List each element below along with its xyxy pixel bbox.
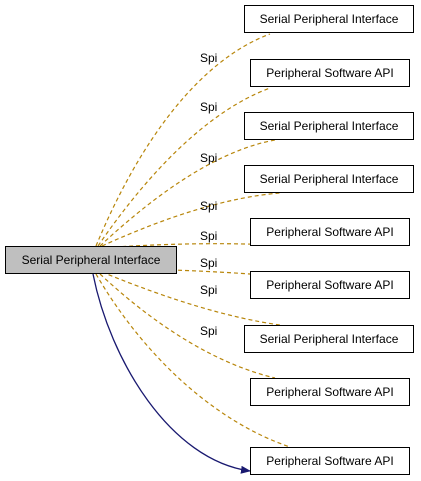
node-5[interactable]: Peripheral Software API: [250, 271, 410, 299]
edge-spi-6: [101, 271, 281, 326]
node-7[interactable]: Peripheral Software API: [250, 378, 410, 406]
edge-label-4: Spi: [200, 229, 217, 243]
node-0[interactable]: Serial Peripheral Interface: [244, 5, 414, 33]
edge-spi-7: [99, 273, 276, 379]
edge-spi-0: [95, 33, 271, 247]
edge-spi-3: [101, 192, 281, 247]
edge-label-6: Spi: [200, 283, 217, 297]
edge-label-7: Spi: [200, 324, 217, 338]
edge-label-5: Spi: [200, 256, 217, 270]
node-2[interactable]: Serial Peripheral Interface: [244, 112, 414, 140]
node-4[interactable]: Peripheral Software API: [250, 218, 410, 246]
node-8[interactable]: Peripheral Software API: [250, 447, 410, 475]
edge-label-3: Spi: [200, 199, 217, 213]
edge-label-2: Spi: [200, 151, 217, 165]
edge-spi-2: [99, 139, 276, 247]
node-3[interactable]: Serial Peripheral Interface: [244, 165, 414, 193]
edge-label-0: Spi: [200, 51, 217, 65]
node-6[interactable]: Serial Peripheral Interface: [244, 325, 414, 353]
main-node[interactable]: Serial Peripheral Interface: [5, 246, 177, 274]
edge-label-1: Spi: [200, 100, 217, 114]
edge-dashed-8: [95, 273, 291, 448]
edge-spi-1: [97, 87, 271, 247]
node-1[interactable]: Peripheral Software API: [250, 59, 410, 87]
edge-solid-8: [92, 273, 251, 474]
